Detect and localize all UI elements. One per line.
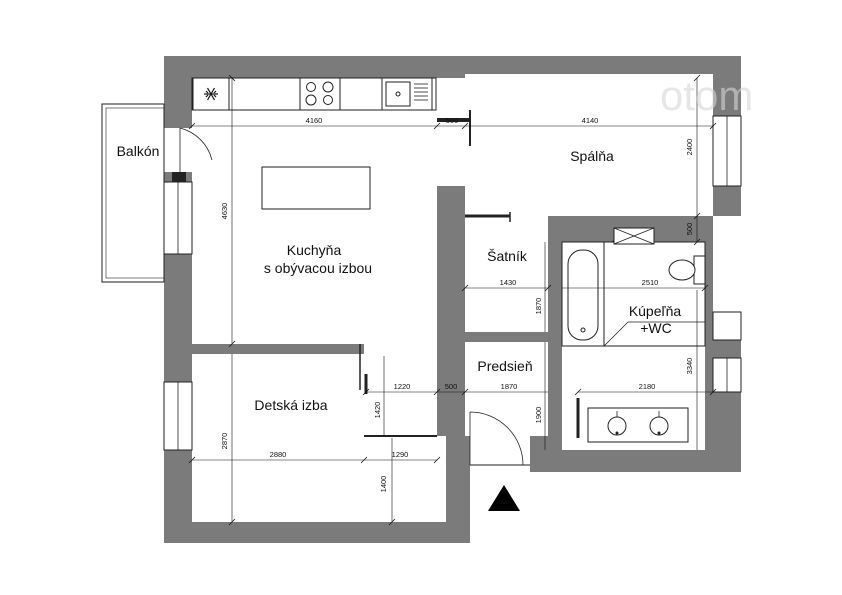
dim-kids-lower: 1400: [379, 476, 388, 493]
room-label-kitchen-1: Kuchyňa: [287, 242, 342, 258]
wall-hall-corner: [530, 436, 548, 472]
dim-kitchen-width: 4160: [306, 116, 323, 125]
room-label-kids: Detská izba: [254, 397, 327, 413]
dim-hall-door-gap: 500: [445, 382, 458, 391]
stove: [299, 77, 341, 111]
double-sink: [587, 407, 689, 443]
entrance-arrow-icon: [488, 485, 520, 511]
room-label-hall: Predsieň: [477, 358, 532, 374]
wall-bottom: [164, 522, 470, 543]
room-label-closet: Šatník: [487, 248, 528, 264]
bathroom-fixtures: [561, 227, 706, 443]
dim-bath-width: 2510: [642, 278, 659, 287]
balcony-door-opening: [164, 128, 192, 172]
windows: [163, 115, 742, 451]
wall-closet-top: [437, 186, 465, 216]
dim-bedroom-width: 4140: [582, 116, 599, 125]
balcony-door: [179, 127, 213, 172]
kitchen-island: [261, 166, 371, 210]
dim-kids-right: 1290: [392, 450, 409, 459]
room-label-bathroom-2: +WC: [640, 320, 672, 336]
wall-bath-right: [705, 242, 713, 472]
kitchen-fixtures: [191, 77, 437, 210]
wall-bottom-right: [540, 450, 741, 472]
room-label-kitchen-2: s obývacou izbou: [264, 260, 372, 276]
door-frame-balcony: [172, 172, 186, 182]
dim-bedroom-wall-gap: 500: [685, 223, 694, 236]
dim-kitchen-depth: 4630: [220, 203, 229, 220]
watermark-logo: otom: [660, 72, 753, 119]
balcony: Balkón: [101, 103, 213, 283]
wall-top-right: [465, 56, 741, 74]
dimension-lines: [188, 74, 717, 526]
dim-kitchen-door-gap: 500: [446, 116, 459, 125]
dim-bath-depth: 3340: [685, 358, 694, 375]
dim-hall-left: 1220: [394, 382, 411, 391]
wall-closet-left: [437, 216, 465, 342]
dim-closet-width: 1430: [500, 278, 517, 287]
doors: [359, 110, 580, 466]
room-labels: Spálňa Kuchyňa s obývacou izbou Šatník K…: [254, 148, 681, 413]
wall-kids-right: [437, 384, 465, 436]
toilet-tank: [693, 255, 706, 285]
window-bath-right-1: [712, 311, 742, 341]
dim-kids-width: 2880: [270, 450, 287, 459]
toilet: [668, 259, 696, 281]
balcony-outline: [101, 103, 165, 283]
dim-kids-door: 1420: [373, 402, 382, 419]
dim-closet-depth: 1870: [534, 298, 543, 315]
dim-hall-depth: 1900: [534, 407, 543, 424]
wall-left-top: [164, 56, 192, 128]
dim-kids-depth: 2870: [220, 433, 229, 450]
dimension-labels: 4160 500 4140 2400 500 4630 1430 2510 18…: [220, 116, 694, 492]
room-label-bathroom-1: Kúpeľňa: [629, 303, 682, 319]
wall-bath-left: [548, 216, 562, 451]
door-bedroom: [437, 118, 471, 122]
dim-bath-lower-width: 2180: [639, 382, 656, 391]
wall-closet-bottom: [465, 332, 548, 342]
room-label-bedroom: Spálňa: [570, 148, 614, 164]
wall-entry-left: [446, 436, 470, 543]
outer-walls: [164, 56, 741, 543]
snowflake-icon: [204, 87, 218, 101]
dim-hall-width: 1870: [501, 382, 518, 391]
wall-kids-kitchen: [192, 344, 364, 354]
dim-bedroom-depth: 2400: [685, 139, 694, 156]
wall-top-left: [164, 56, 465, 78]
door-entry: [469, 411, 524, 466]
interior-walls: [192, 186, 713, 472]
room-label-balcony: Balkón: [117, 143, 160, 159]
